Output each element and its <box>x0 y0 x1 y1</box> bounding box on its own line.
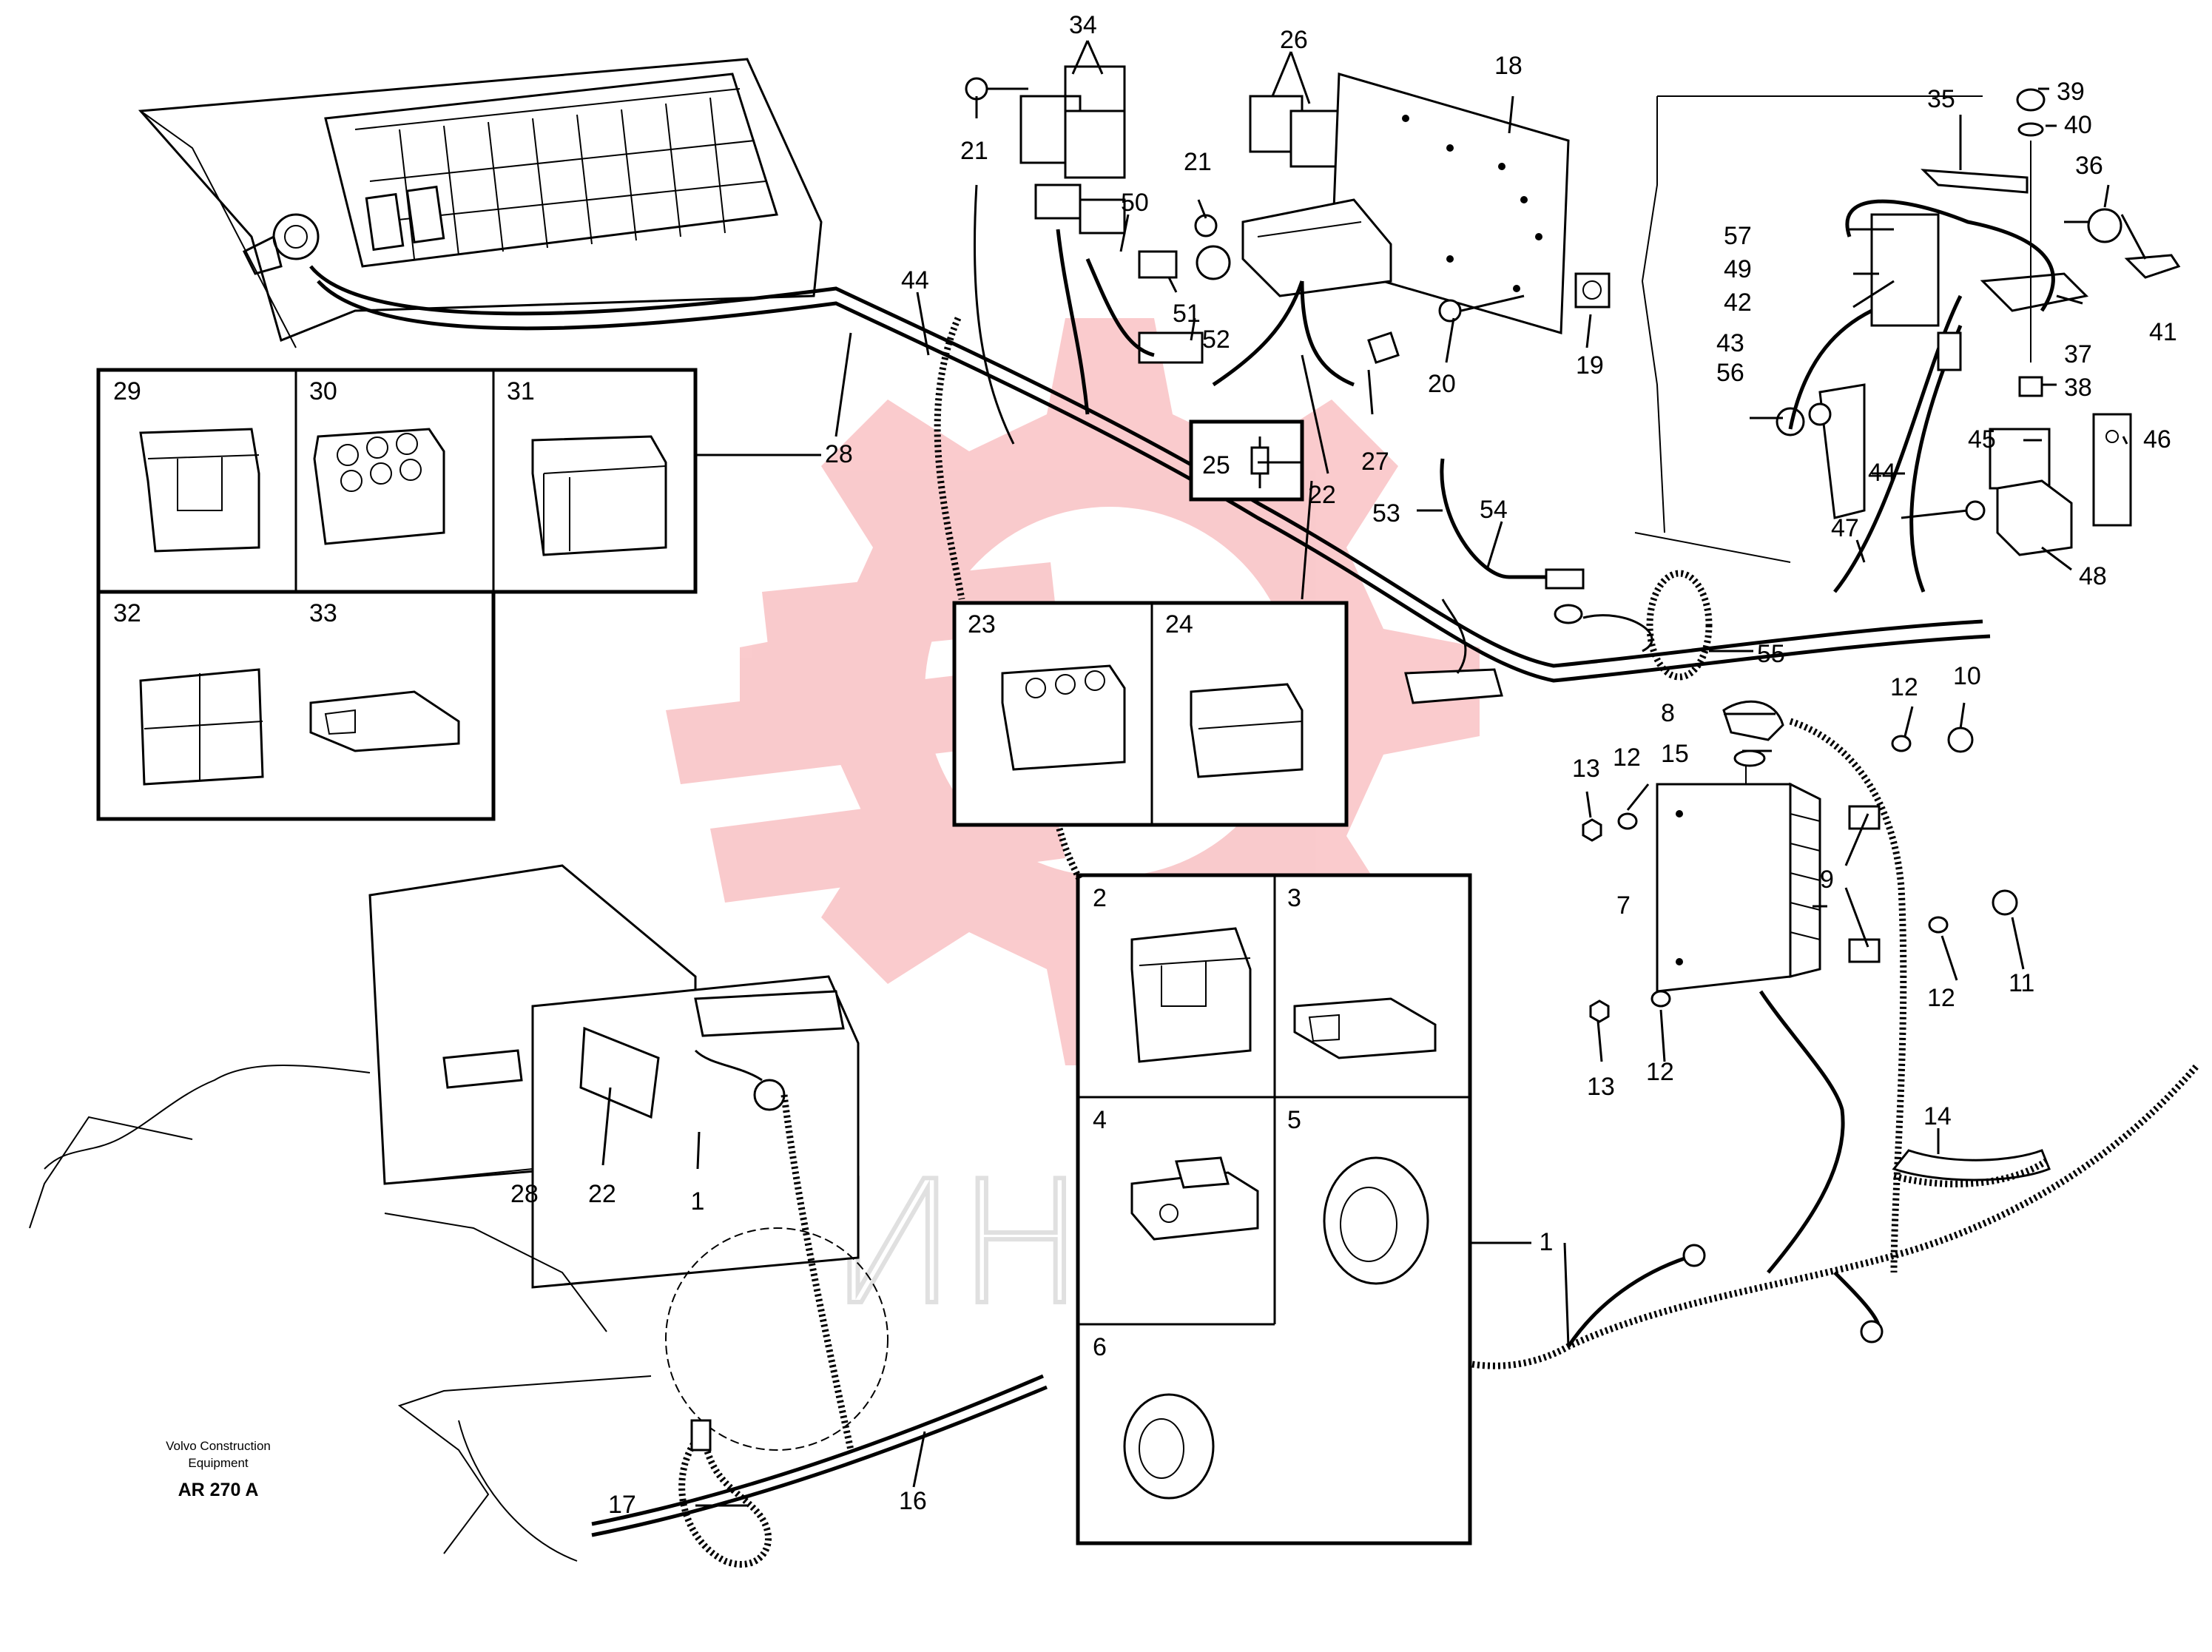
callout-43: 43 <box>1716 329 1744 357</box>
callout-13: 13 <box>1587 1073 1615 1101</box>
callout-14: 14 <box>1923 1102 1952 1130</box>
connector-box-29-33 <box>96 368 698 821</box>
callout-56: 56 <box>1716 359 1744 387</box>
callout-5: 5 <box>1287 1106 1301 1134</box>
callout-12: 12 <box>1646 1058 1674 1086</box>
callout-53: 53 <box>1372 499 1400 527</box>
callout-49: 49 <box>1724 255 1752 283</box>
callout-19: 19 <box>1576 351 1604 380</box>
callout-21: 21 <box>960 137 988 165</box>
callout-8: 8 <box>1661 699 1675 727</box>
callout-40: 40 <box>2064 111 2092 139</box>
loom-53-55 <box>1404 458 1713 704</box>
callout-37: 37 <box>2064 340 2092 368</box>
callout-57: 57 <box>1724 222 1752 250</box>
harness-to-box-2-6 <box>1056 827 1084 883</box>
callout-29: 29 <box>113 377 141 405</box>
callout-26: 26 <box>1280 26 1308 54</box>
callout-17: 17 <box>608 1491 636 1519</box>
callout-51: 51 <box>1173 300 1201 328</box>
callout-30: 30 <box>309 377 337 405</box>
callout-6: 6 <box>1093 1333 1107 1361</box>
callout-35: 35 <box>1927 85 1955 113</box>
callout-12: 12 <box>1890 673 1918 701</box>
credit-line-1: Volvo Construction <box>166 1439 271 1453</box>
callout-7: 7 <box>1616 891 1631 920</box>
publisher-credit: Volvo Construction Equipment AR 270 A <box>166 1439 271 1500</box>
callout-25: 25 <box>1202 451 1230 479</box>
callout-44: 44 <box>901 266 929 294</box>
callout-28: 28 <box>510 1180 539 1208</box>
control-unit-7 <box>1582 700 2051 1274</box>
callout-46: 46 <box>2143 425 2171 454</box>
machine-outline <box>29 864 1048 1568</box>
callout-12: 12 <box>1613 744 1641 772</box>
leader-lines <box>531 40 2147 1507</box>
callout-27: 27 <box>1361 448 1389 476</box>
callout-47: 47 <box>1831 514 1859 542</box>
figure-code: AR 270 A <box>178 1480 259 1500</box>
callout-24: 24 <box>1165 610 1193 638</box>
callout-1: 1 <box>691 1187 705 1216</box>
callout-39: 39 <box>2057 78 2085 106</box>
right-bulkhead <box>1634 88 2181 593</box>
callout-2: 2 <box>1093 884 1107 912</box>
callout-23: 23 <box>968 610 996 638</box>
callout-42: 42 <box>1724 289 1752 317</box>
callout-10: 10 <box>1953 662 1981 690</box>
callout-15: 15 <box>1661 740 1689 768</box>
callout-22: 22 <box>588 1180 616 1208</box>
callout-1: 1 <box>1540 1228 1554 1256</box>
callout-52: 52 <box>1202 326 1230 354</box>
callout-3: 3 <box>1287 884 1301 912</box>
callout-41: 41 <box>2149 318 2177 346</box>
callout-55: 55 <box>1757 640 1785 668</box>
connector-box-23-24 <box>952 601 1349 827</box>
callout-34: 34 <box>1069 11 1097 39</box>
callout-50: 50 <box>1121 189 1149 217</box>
callout-38: 38 <box>2064 374 2092 402</box>
callout-36: 36 <box>2075 152 2103 180</box>
callout-48: 48 <box>2079 562 2107 590</box>
diode-box-25 <box>1189 419 1304 502</box>
callout-21: 21 <box>1184 148 1212 176</box>
callout-4: 4 <box>1093 1106 1107 1134</box>
callout-labels: 1 1 2 3 4 5 6 7 8 9 10 11 12 12 12 12 13… <box>113 11 2177 1519</box>
callout-9: 9 <box>1820 866 1834 894</box>
lower-harness-1 <box>1374 1063 2200 1369</box>
connector-box-2-6 <box>1076 873 1472 1545</box>
callout-22: 22 <box>1308 481 1336 509</box>
callout-11: 11 <box>2009 969 2034 997</box>
callout-31: 31 <box>507 377 535 405</box>
callout-12: 12 <box>1927 984 1955 1012</box>
relay-assembly <box>965 65 1611 445</box>
callout-44: 44 <box>1868 459 1896 487</box>
callout-16: 16 <box>899 1487 927 1515</box>
callout-13: 13 <box>1572 755 1600 783</box>
credit-line-2: Equipment <box>188 1456 249 1470</box>
callout-28: 28 <box>825 440 853 468</box>
callout-45: 45 <box>1968 425 1996 454</box>
callout-33: 33 <box>309 599 337 627</box>
callout-54: 54 <box>1480 496 1508 524</box>
callout-18: 18 <box>1494 52 1523 80</box>
callout-32: 32 <box>113 599 141 627</box>
callout-20: 20 <box>1428 370 1456 398</box>
dashboard-panel <box>138 58 823 348</box>
